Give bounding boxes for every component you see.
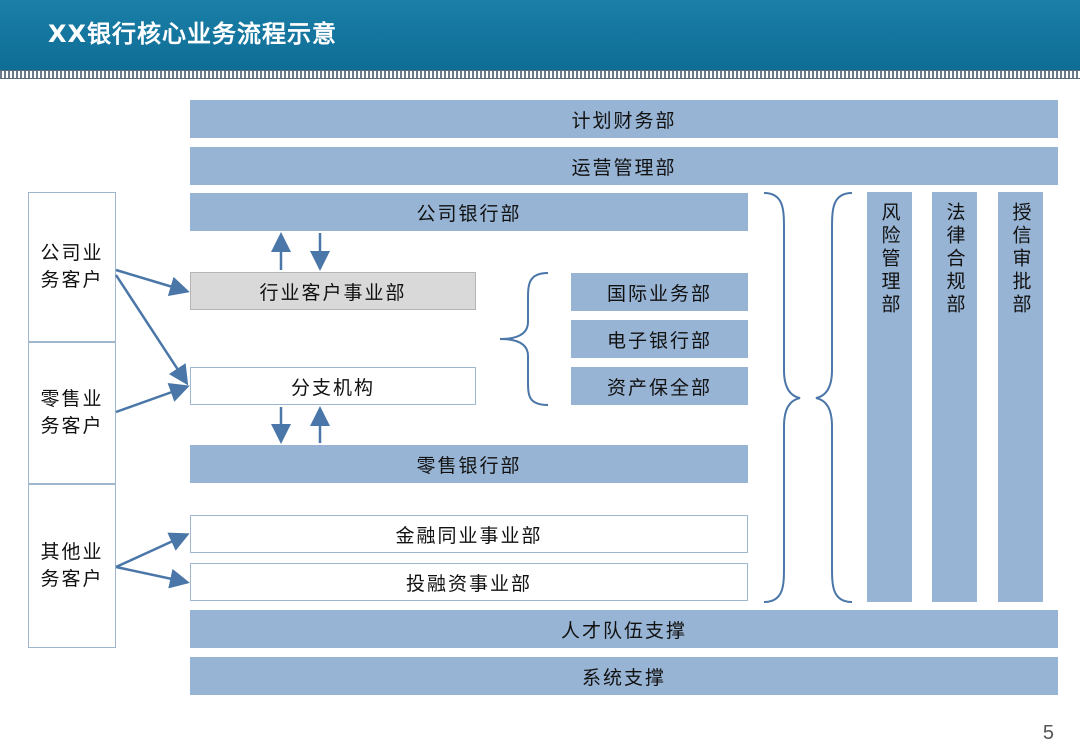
arrow-retail-to-branches: [115, 382, 190, 414]
arrow-other-to-investment: [115, 565, 190, 589]
brace-business-right: [763, 192, 801, 603]
dept-retail-banking: 零售银行部: [190, 445, 748, 483]
page-number: 5: [1042, 722, 1054, 744]
dept-risk-management: 风险管理部: [867, 192, 912, 602]
dept-operations: 运营管理部: [190, 147, 1058, 185]
dept-financial-interbank: 金融同业事业部: [190, 515, 748, 553]
customer-corporate-label: 公司业务客户: [40, 242, 104, 291]
customer-other: 其他业务客户: [28, 484, 116, 648]
support-system: 系统支撑: [190, 657, 1058, 695]
dept-industry-customer: 行业客户事业部: [190, 272, 476, 310]
support-talent: 人才队伍支撑: [190, 610, 1058, 648]
customer-retail: 零售业务客户: [28, 342, 116, 484]
arrow-corporate-to-industry: [115, 268, 190, 296]
arrow-other-to-interbank: [115, 532, 190, 569]
dept-risk-management-label: 风险管理部: [878, 202, 901, 317]
dept-international: 国际业务部: [571, 273, 748, 311]
header-bar: XX银行核心业务流程示意: [0, 0, 1080, 70]
dept-legal-compliance: 法律合规部: [932, 192, 977, 602]
dept-legal-compliance-label: 法律合规部: [943, 202, 966, 317]
customer-corporate: 公司业务客户: [28, 192, 116, 342]
dept-branches: 分支机构: [190, 367, 476, 405]
brace-support-group: [499, 272, 549, 406]
dept-planning-finance: 计划财务部: [190, 100, 1058, 138]
customer-other-label: 其他业务客户: [40, 541, 104, 590]
brace-control-left: [815, 192, 853, 603]
dept-corporate-banking: 公司银行部: [190, 193, 748, 231]
dept-investment-banking: 投融资事业部: [190, 563, 748, 601]
dept-e-banking: 电子银行部: [571, 320, 748, 358]
dept-credit-approval-label: 授信审批部: [1009, 202, 1032, 317]
page-title: XX银行核心业务流程示意: [48, 20, 338, 48]
header-decorative-border: [0, 70, 1080, 79]
dept-credit-approval: 授信审批部: [998, 192, 1043, 602]
customer-retail-label: 零售业务客户: [40, 388, 104, 437]
dept-asset-preservation: 资产保全部: [571, 367, 748, 405]
arrow-corporate-to-branches: [114, 274, 189, 386]
